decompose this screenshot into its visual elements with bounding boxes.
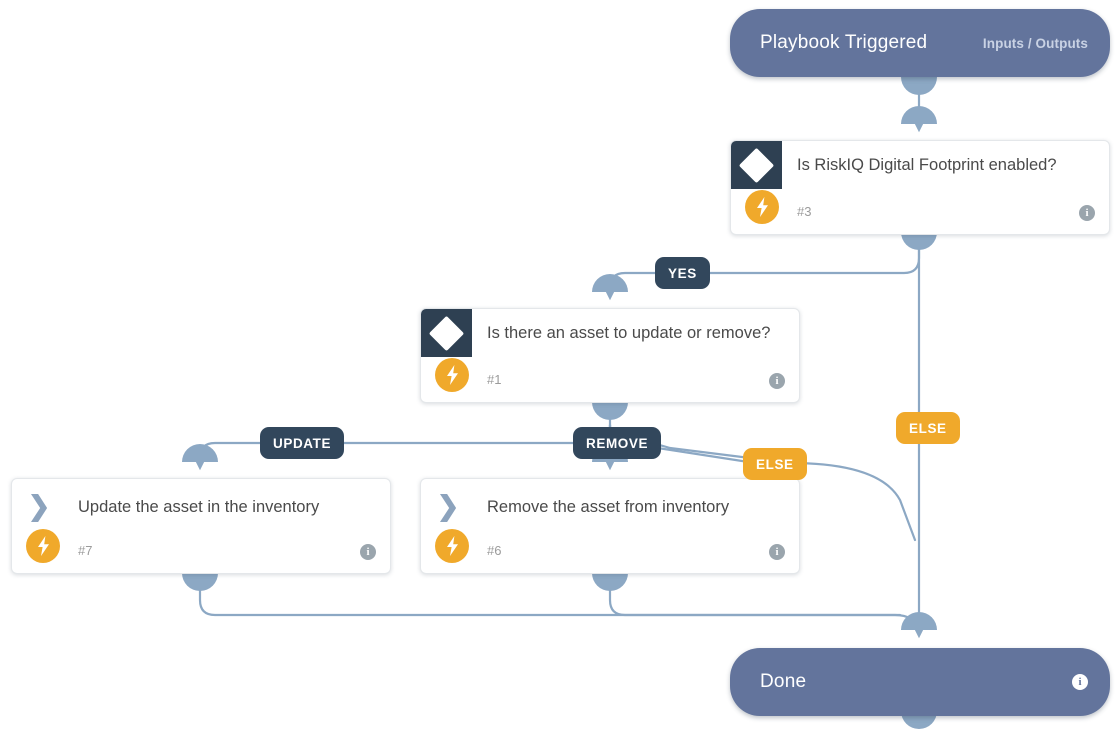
lightning-bolt-icon [435,529,469,563]
node-decision-riskiq[interactable]: Is RiskIQ Digital Footprint enabled? #3 … [730,140,1110,235]
node-body: Is there an asset to update or remove? #… [421,309,799,402]
node-id-label: #1 [487,372,502,387]
node-done[interactable]: Done i [730,648,1110,716]
node-decision-asset[interactable]: Is there an asset to update or remove? #… [420,308,800,403]
inputs-outputs-link[interactable]: Inputs / Outputs [982,35,1088,51]
edge-label-yes[interactable]: YES [655,257,710,289]
node-body: Is RiskIQ Digital Footprint enabled? #3 … [731,141,1109,234]
node-id-label: #3 [797,204,812,219]
node-title: Remove the asset from inventory [487,498,730,516]
info-icon[interactable]: i [360,544,376,560]
chevron-right-icon: ❯ [27,490,51,521]
node-title: Is RiskIQ Digital Footprint enabled? [797,156,1057,174]
lightning-bolt-icon [26,529,60,563]
node-body: ❯ Update the asset in the inventory #7 i [12,479,390,573]
node-id-label: #6 [487,543,502,558]
diamond-icon [731,141,782,189]
diamond-icon [421,309,472,357]
info-icon[interactable]: i [769,373,785,389]
info-icon[interactable]: i [1072,674,1088,690]
edge-label-else-mid[interactable]: ELSE [743,448,807,480]
edge-label-update[interactable]: UPDATE [260,427,345,459]
chevron-right-icon: ❯ [436,490,460,521]
lightning-bolt-icon [435,358,469,392]
node-body: ❯ Remove the asset from inventory #6 i [421,479,799,573]
info-icon[interactable]: i [769,544,785,560]
start-node-title: Playbook Triggered [760,32,928,53]
node-title: Update the asset in the inventory [78,498,320,516]
node-playbook-triggered[interactable]: Playbook Triggered Inputs / Outputs [730,9,1110,77]
edge-label-else-top[interactable]: ELSE [896,412,960,444]
end-node-title: Done [760,671,807,692]
node-title: Is there an asset to update or remove? [487,324,771,342]
edge-label-remove[interactable]: REMOVE [573,427,662,459]
lightning-bolt-icon [745,190,779,224]
info-icon[interactable]: i [1079,205,1095,221]
node-action-update-asset[interactable]: ❯ Update the asset in the inventory #7 i [11,478,391,574]
node-id-label: #7 [78,543,93,558]
node-action-remove-asset[interactable]: ❯ Remove the asset from inventory #6 i [420,478,800,574]
